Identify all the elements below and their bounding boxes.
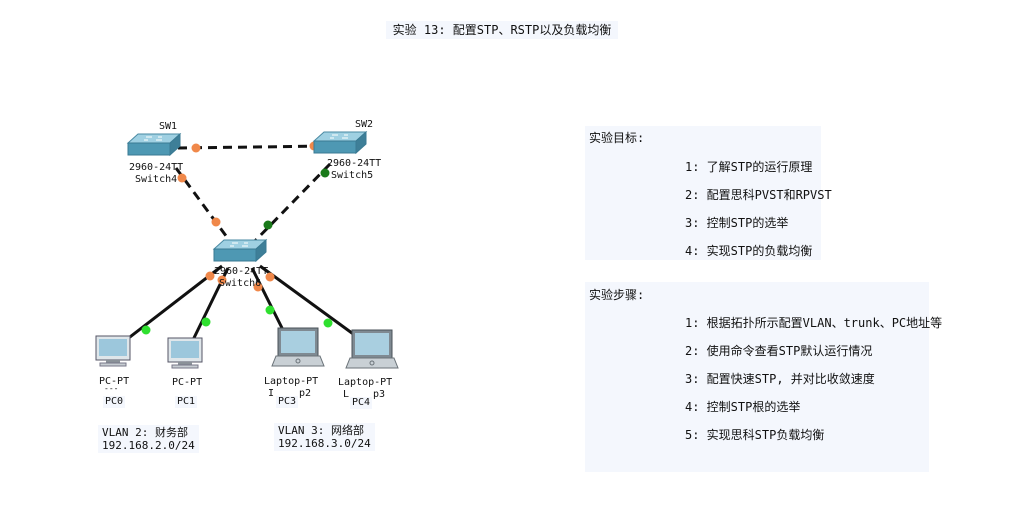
port-dot [177,173,187,183]
pc1-host: PC1 [175,396,198,408]
sw6-model: 2960-24TT [214,266,269,277]
vlan3-info: VLAN 3: 网络部 192.168.3.0/24 [274,423,375,451]
pc4-sub2: p3 [373,389,386,400]
port-dot [253,282,263,292]
vlan2-name: VLAN 2: 财务部 [102,426,188,439]
step-item: 1: 根据拓扑所示配置VLAN、trunk、PC地址等 [685,316,943,330]
sw2-model: 2960-24TT [327,158,382,169]
step-item: 5: 实现思科STP负载均衡 [685,428,825,442]
sw2-host: Switch5 [331,170,374,181]
port-dot [191,143,201,153]
laptop-icon [271,327,325,367]
goals-heading: 实验目标: [589,131,645,145]
pc-icon [167,337,203,369]
switch-icon [126,132,182,157]
vlan2-info: VLAN 2: 财务部 192.168.2.0/24 [98,425,199,453]
page-title: 实验 13: 配置STP、RSTP以及负载均衡 [386,21,618,39]
pc4-model: Laptop-PT [338,377,393,388]
pc0-sub: --- [104,384,119,393]
link-sw6-pc3 [250,267,288,337]
port-dot [205,271,215,281]
port-dot [323,318,333,328]
sw6-host: Switch6 [219,278,262,289]
laptop-icon [345,329,399,369]
vlan3-subnet: 192.168.3.0/24 [278,437,371,450]
goal-item: 1: 了解STP的运行原理 [685,160,813,174]
port-dot [265,305,275,315]
steps-heading: 实验步骤: [589,288,645,302]
step-item: 4: 控制STP根的选举 [685,400,801,414]
step-item: 2: 使用命令查看STP默认运行情况 [685,344,873,358]
pc1-model: PC-PT [172,377,203,388]
pc3-model: Laptop-PT [264,376,319,387]
goals-panel [585,126,821,260]
pc3-sub2: p2 [299,388,312,399]
link-sw2-sw6 [250,162,332,246]
link-sw1-sw2 [177,144,331,150]
vlan3-name: VLAN 3: 网络部 [278,424,364,437]
sw1-name: SW1 [159,121,178,132]
port-dot [201,317,211,327]
port-dot [217,275,227,285]
sw2-name: SW2 [355,119,374,130]
step-item: 3: 配置快速STP, 并对比收敛速度 [685,372,875,386]
sw1-host: Switch4 [135,174,178,185]
switch-icon [212,238,268,263]
goal-item: 4: 实现STP的负载均衡 [685,244,813,258]
pc0-host: PC0 [103,396,126,408]
pc4-sub1: L [343,389,350,400]
pc-icon [95,335,131,367]
goal-item: 3: 控制STP的选举 [685,216,789,230]
link-sw6-pc0 [125,264,223,342]
goal-item: 2: 配置思科PVST和RPVST [685,188,832,202]
port-dot [263,220,273,230]
port-dot [320,168,330,178]
sw1-model: 2960-24TT [129,162,184,173]
pc0-model: PC-PT [99,376,130,387]
port-dot [211,217,221,227]
link-sw6-pc4 [259,264,357,338]
port-dot [265,272,275,282]
switch-icon [312,130,368,155]
pc3-host: PC3 [276,396,299,408]
port-dot [141,325,151,335]
vlan2-subnet: 192.168.2.0/24 [102,439,195,452]
steps-panel [585,282,929,472]
pc3-sub1: I [268,388,275,399]
pc4-host: PC4 [350,397,373,409]
